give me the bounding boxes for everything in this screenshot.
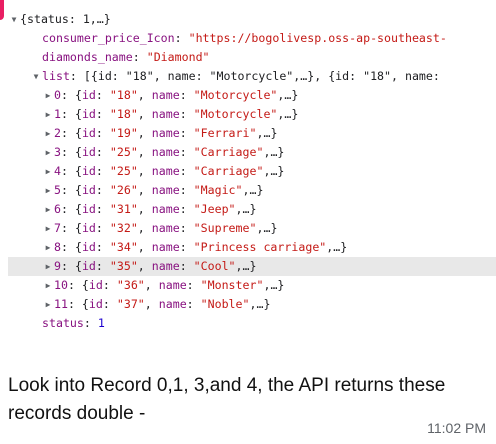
property-key: list [42, 69, 70, 83]
collapsed-triangle-icon[interactable]: ▶ [45, 129, 51, 138]
item-name: "Magic" [193, 183, 243, 197]
item-id: "32" [109, 221, 138, 235]
message-timestamp: 11:02 PM [427, 420, 486, 436]
item-id: "18" [109, 88, 138, 102]
property-key: consumer_price_Icon [42, 31, 175, 45]
item-name: "Jeep" [193, 202, 236, 216]
item-name: "Carriage" [193, 164, 264, 178]
item-name: "Noble" [200, 297, 250, 311]
collapsed-triangle-icon[interactable]: ▶ [45, 243, 51, 252]
item-index: 9 [54, 259, 61, 273]
item-name: "Carriage" [193, 145, 264, 159]
property-key: diamonds_name [42, 50, 133, 64]
list-item-row[interactable]: ▶8: {id: "34", name: "Princess carriage"… [8, 238, 496, 257]
collapsed-triangle-icon[interactable]: ▶ [45, 262, 51, 271]
property-value: 1 [97, 316, 105, 330]
item-name: "Motorcycle" [193, 88, 278, 102]
item-id: "25" [109, 145, 138, 159]
item-name: "Motorcycle" [193, 107, 278, 121]
list-item-row[interactable]: ▶3: {id: "25", name: "Carriage",…} [8, 143, 496, 162]
item-id: "19" [109, 126, 138, 140]
devtools-console-output[interactable]: ▼{status: 1,…} consumer_price_Icon: "htt… [8, 6, 496, 346]
item-id: "34" [109, 240, 138, 254]
item-index: 6 [54, 202, 61, 216]
list-item-row[interactable]: ▶7: {id: "32", name: "Supreme",…} [8, 219, 496, 238]
item-name: "Supreme" [193, 221, 257, 235]
list-row[interactable]: ▼list: [{id: "18", name: "Motorcycle",…}… [8, 67, 496, 86]
list-item-row[interactable]: ▶1: {id: "18", name: "Motorcycle",…} [8, 105, 496, 124]
consumer-price-icon-row: consumer_price_Icon: "https://bogolivesp… [42, 31, 447, 45]
item-index: 10 [54, 278, 68, 292]
collapsed-triangle-icon[interactable]: ▶ [45, 224, 51, 233]
collapsed-triangle-icon[interactable]: ▶ [45, 110, 51, 119]
item-index: 11 [54, 297, 68, 311]
list-item-row[interactable]: ▶9: {id: "35", name: "Cool",…} [8, 257, 496, 276]
collapsed-triangle-icon[interactable]: ▶ [45, 205, 51, 214]
list-summary: [{id: "18", name: "Motorcycle",…}, {id: … [83, 69, 440, 83]
message-bubble-edge [0, 0, 4, 20]
collapsed-triangle-icon[interactable]: ▶ [45, 281, 51, 290]
expanded-triangle-icon[interactable]: ▼ [33, 72, 39, 81]
list-item-row[interactable]: ▶5: {id: "26", name: "Magic",…} [8, 181, 496, 200]
item-index: 2 [54, 126, 61, 140]
collapsed-triangle-icon[interactable]: ▶ [45, 91, 51, 100]
list-item-row[interactable]: ▶11: {id: "37", name: "Noble",…} [8, 295, 496, 314]
item-id: "26" [109, 183, 138, 197]
property-key: status [42, 316, 84, 330]
property-value: "https://bogolivesp.oss-ap-southeast- [188, 31, 447, 45]
item-id: "36" [116, 278, 145, 292]
item-id: "37" [116, 297, 145, 311]
root-summary: {status: 1,…} [20, 12, 111, 26]
expanded-triangle-icon[interactable]: ▼ [11, 15, 17, 24]
item-index: 1 [54, 107, 61, 121]
item-index: 3 [54, 145, 61, 159]
item-index: 0 [54, 88, 61, 102]
item-id: "25" [109, 164, 138, 178]
item-index: 8 [54, 240, 61, 254]
collapsed-triangle-icon[interactable]: ▶ [45, 148, 51, 157]
list-item-row[interactable]: ▶6: {id: "31", name: "Jeep",…} [8, 200, 496, 219]
item-id: "31" [109, 202, 138, 216]
item-name: "Monster" [200, 278, 264, 292]
root-object-row[interactable]: ▼{status: 1,…} [8, 10, 496, 29]
list-item-row[interactable]: ▶10: {id: "36", name: "Monster",…} [8, 276, 496, 295]
list-item-row[interactable]: ▶0: {id: "18", name: "Motorcycle",…} [8, 86, 496, 105]
item-name: "Cool" [193, 259, 236, 273]
collapsed-triangle-icon[interactable]: ▶ [45, 167, 51, 176]
property-value: "Diamond" [146, 50, 210, 64]
item-name: "Ferrari" [193, 126, 257, 140]
collapsed-triangle-icon[interactable]: ▶ [45, 300, 51, 309]
item-index: 5 [54, 183, 61, 197]
status-row: status: 1 [42, 316, 105, 330]
item-index: 7 [54, 221, 61, 235]
item-id: "18" [109, 107, 138, 121]
item-index: 4 [54, 164, 61, 178]
diamonds-name-row: diamonds_name: "Diamond" [42, 50, 210, 64]
item-id: "35" [109, 259, 138, 273]
collapsed-triangle-icon[interactable]: ▶ [45, 186, 51, 195]
chat-message-text: Look into Record 0,1, 3,and 4, the API r… [8, 375, 446, 424]
list-item-row[interactable]: ▶2: {id: "19", name: "Ferrari",…} [8, 124, 496, 143]
list-item-row[interactable]: ▶4: {id: "25", name: "Carriage",…} [8, 162, 496, 181]
item-name: "Princess carriage" [193, 240, 327, 254]
